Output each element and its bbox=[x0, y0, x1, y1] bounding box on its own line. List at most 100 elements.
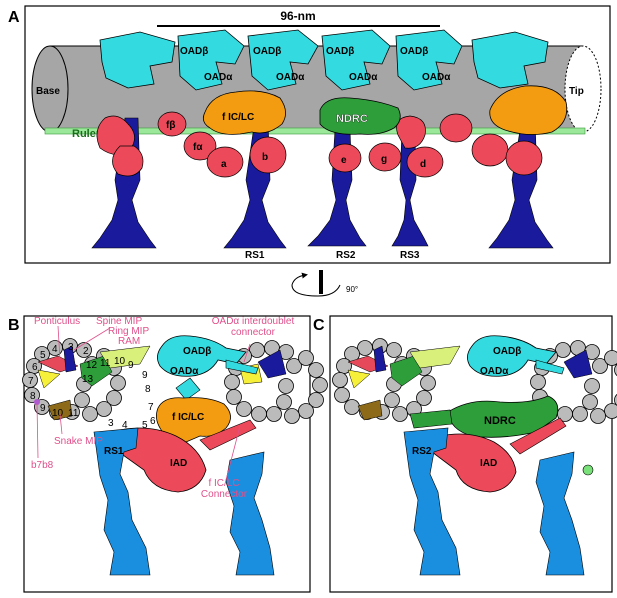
c-iad-shape bbox=[431, 433, 517, 493]
snake-mip-shape bbox=[47, 399, 73, 421]
num: 5 bbox=[142, 420, 148, 431]
c-oad-alpha-label: OADα bbox=[480, 366, 509, 377]
base-label: Base bbox=[36, 86, 60, 97]
ram-label: RAM bbox=[118, 336, 140, 347]
ponticulus-leader bbox=[57, 325, 61, 361]
oad-units bbox=[99, 29, 549, 91]
c-snake-mip bbox=[357, 399, 383, 421]
num: 6 bbox=[150, 416, 156, 427]
oad-alpha-label: OADα bbox=[276, 72, 305, 83]
f-alpha-label: fα bbox=[193, 142, 203, 153]
c-iad-arm bbox=[509, 417, 567, 455]
num: 7 bbox=[28, 376, 34, 387]
num: 4 bbox=[52, 344, 58, 355]
c-right-mip bbox=[563, 349, 593, 379]
ring-mip-label: Ring MIP bbox=[108, 326, 149, 337]
c-oad-cross-section bbox=[467, 335, 557, 377]
c-ndrc-label: NDRC bbox=[484, 415, 516, 427]
num: 7 bbox=[148, 402, 154, 413]
c-spoke-head bbox=[582, 464, 594, 476]
rotation-symbol: 90° bbox=[291, 270, 358, 297]
num: 11 bbox=[68, 408, 79, 419]
b-rs1-label: RS1 bbox=[104, 446, 124, 457]
b7b8-leader bbox=[36, 403, 39, 459]
num: 4 bbox=[122, 420, 128, 431]
num: 9 bbox=[128, 360, 134, 371]
num: 2 bbox=[83, 346, 89, 357]
snake-leader bbox=[59, 413, 63, 435]
oad-beta-label: OADβ bbox=[253, 46, 281, 57]
panel-label-c: C bbox=[313, 317, 325, 334]
spine-leader bbox=[73, 327, 111, 351]
connector-label: f IC/LC Connector bbox=[200, 478, 248, 500]
tip-label: Tip bbox=[569, 86, 584, 97]
interdoublet-label: OADα interdoublet connector bbox=[211, 316, 295, 338]
inner-dyneins bbox=[96, 111, 543, 178]
panel-b: B OADβ OADα f IC/LC IAD bbox=[8, 315, 328, 593]
ponticulus-label: Ponticulus bbox=[34, 316, 80, 327]
interdoublet-leader bbox=[243, 343, 251, 363]
c-iad-label: IAD bbox=[480, 458, 497, 469]
b-ficlc-label: f IC/LC bbox=[172, 412, 204, 423]
c-oad-connector bbox=[535, 359, 565, 375]
f-beta-label: fβ bbox=[166, 120, 175, 131]
ficlc-cross-section bbox=[156, 397, 231, 443]
c-spine-mip bbox=[373, 345, 387, 373]
b7b8-label: b7b8 bbox=[31, 460, 54, 471]
panel-label-a: A bbox=[8, 9, 20, 26]
oad-alpha-label: OADα bbox=[349, 72, 378, 83]
num: 10 bbox=[52, 408, 64, 419]
interdoublet-label-box: OADα interdoublet connector bbox=[211, 316, 295, 338]
rotation-arrow bbox=[291, 272, 341, 297]
rs3-label: RS3 bbox=[400, 250, 420, 261]
num: 8 bbox=[30, 391, 36, 402]
c-rs-spoke-right bbox=[535, 451, 585, 576]
oad-cross-section bbox=[157, 335, 247, 377]
b-oad-beta-label: OADβ bbox=[183, 346, 211, 357]
panel-a: A 96-nm Base Tip Ruler OADβ OADα OADβ OA… bbox=[8, 5, 611, 264]
iad-shape bbox=[115, 427, 207, 493]
rs1-spoke bbox=[93, 427, 151, 576]
oad-beta-label: OADβ bbox=[326, 46, 354, 57]
oad-beta-label: OADβ bbox=[400, 46, 428, 57]
ruler-label: Ruler bbox=[72, 128, 101, 140]
rs2-spoke bbox=[403, 427, 461, 576]
rotation-angle: 90° bbox=[346, 285, 358, 294]
oad-alpha-label: OADα bbox=[422, 72, 451, 83]
spine-mip-shape bbox=[63, 345, 77, 373]
panel-c: C OADβ OADα NDRC IAD RS2 bbox=[313, 315, 617, 593]
ficlc-complex bbox=[202, 90, 286, 135]
spine-mip-yellow bbox=[99, 345, 151, 369]
dynein-a-label: a bbox=[221, 159, 227, 170]
rs-spoke-right bbox=[225, 451, 275, 576]
ram-shape bbox=[79, 355, 113, 387]
dynein-b-label: b bbox=[262, 152, 268, 163]
ficlc-complex-next bbox=[489, 85, 568, 135]
c-ring-mip bbox=[347, 369, 371, 389]
num: 9 bbox=[142, 370, 148, 381]
oad-labels: OADβ OADα OADβ OADα OADβ OADα OADβ OADα bbox=[180, 46, 451, 83]
dynein-g-label: g bbox=[381, 154, 387, 165]
num: 5 bbox=[40, 350, 46, 361]
num: 13 bbox=[82, 374, 94, 385]
oad-interdoublet-connector-shape bbox=[225, 359, 259, 375]
ring-mip-shape bbox=[37, 369, 61, 389]
connector-label-box: f IC/LC Connector bbox=[200, 478, 248, 500]
ficlc-label: f IC/LC bbox=[222, 112, 254, 123]
oad-alpha-label: OADα bbox=[204, 72, 233, 83]
doublet-numbers-b: 4 3 2 5 6 7 8 9 10 11 11 10 9 12 13 3 4 … bbox=[28, 342, 156, 431]
ruler-bar bbox=[44, 127, 586, 135]
rotation-axis bbox=[319, 270, 323, 294]
b7b8-dot bbox=[34, 399, 40, 405]
connector-leader bbox=[225, 425, 241, 481]
num: 3 bbox=[68, 342, 74, 353]
num: 12 bbox=[86, 360, 98, 371]
iad-arm bbox=[199, 419, 257, 451]
dynein-e-label: e bbox=[341, 155, 347, 166]
rs2-label: RS2 bbox=[336, 250, 356, 261]
num: 6 bbox=[32, 362, 38, 373]
c-oad-beta-label: OADβ bbox=[493, 346, 521, 357]
c-spine-yellow bbox=[409, 345, 461, 369]
b-iad-label: IAD bbox=[170, 458, 187, 469]
b-oad-alpha-label: OADα bbox=[170, 366, 199, 377]
